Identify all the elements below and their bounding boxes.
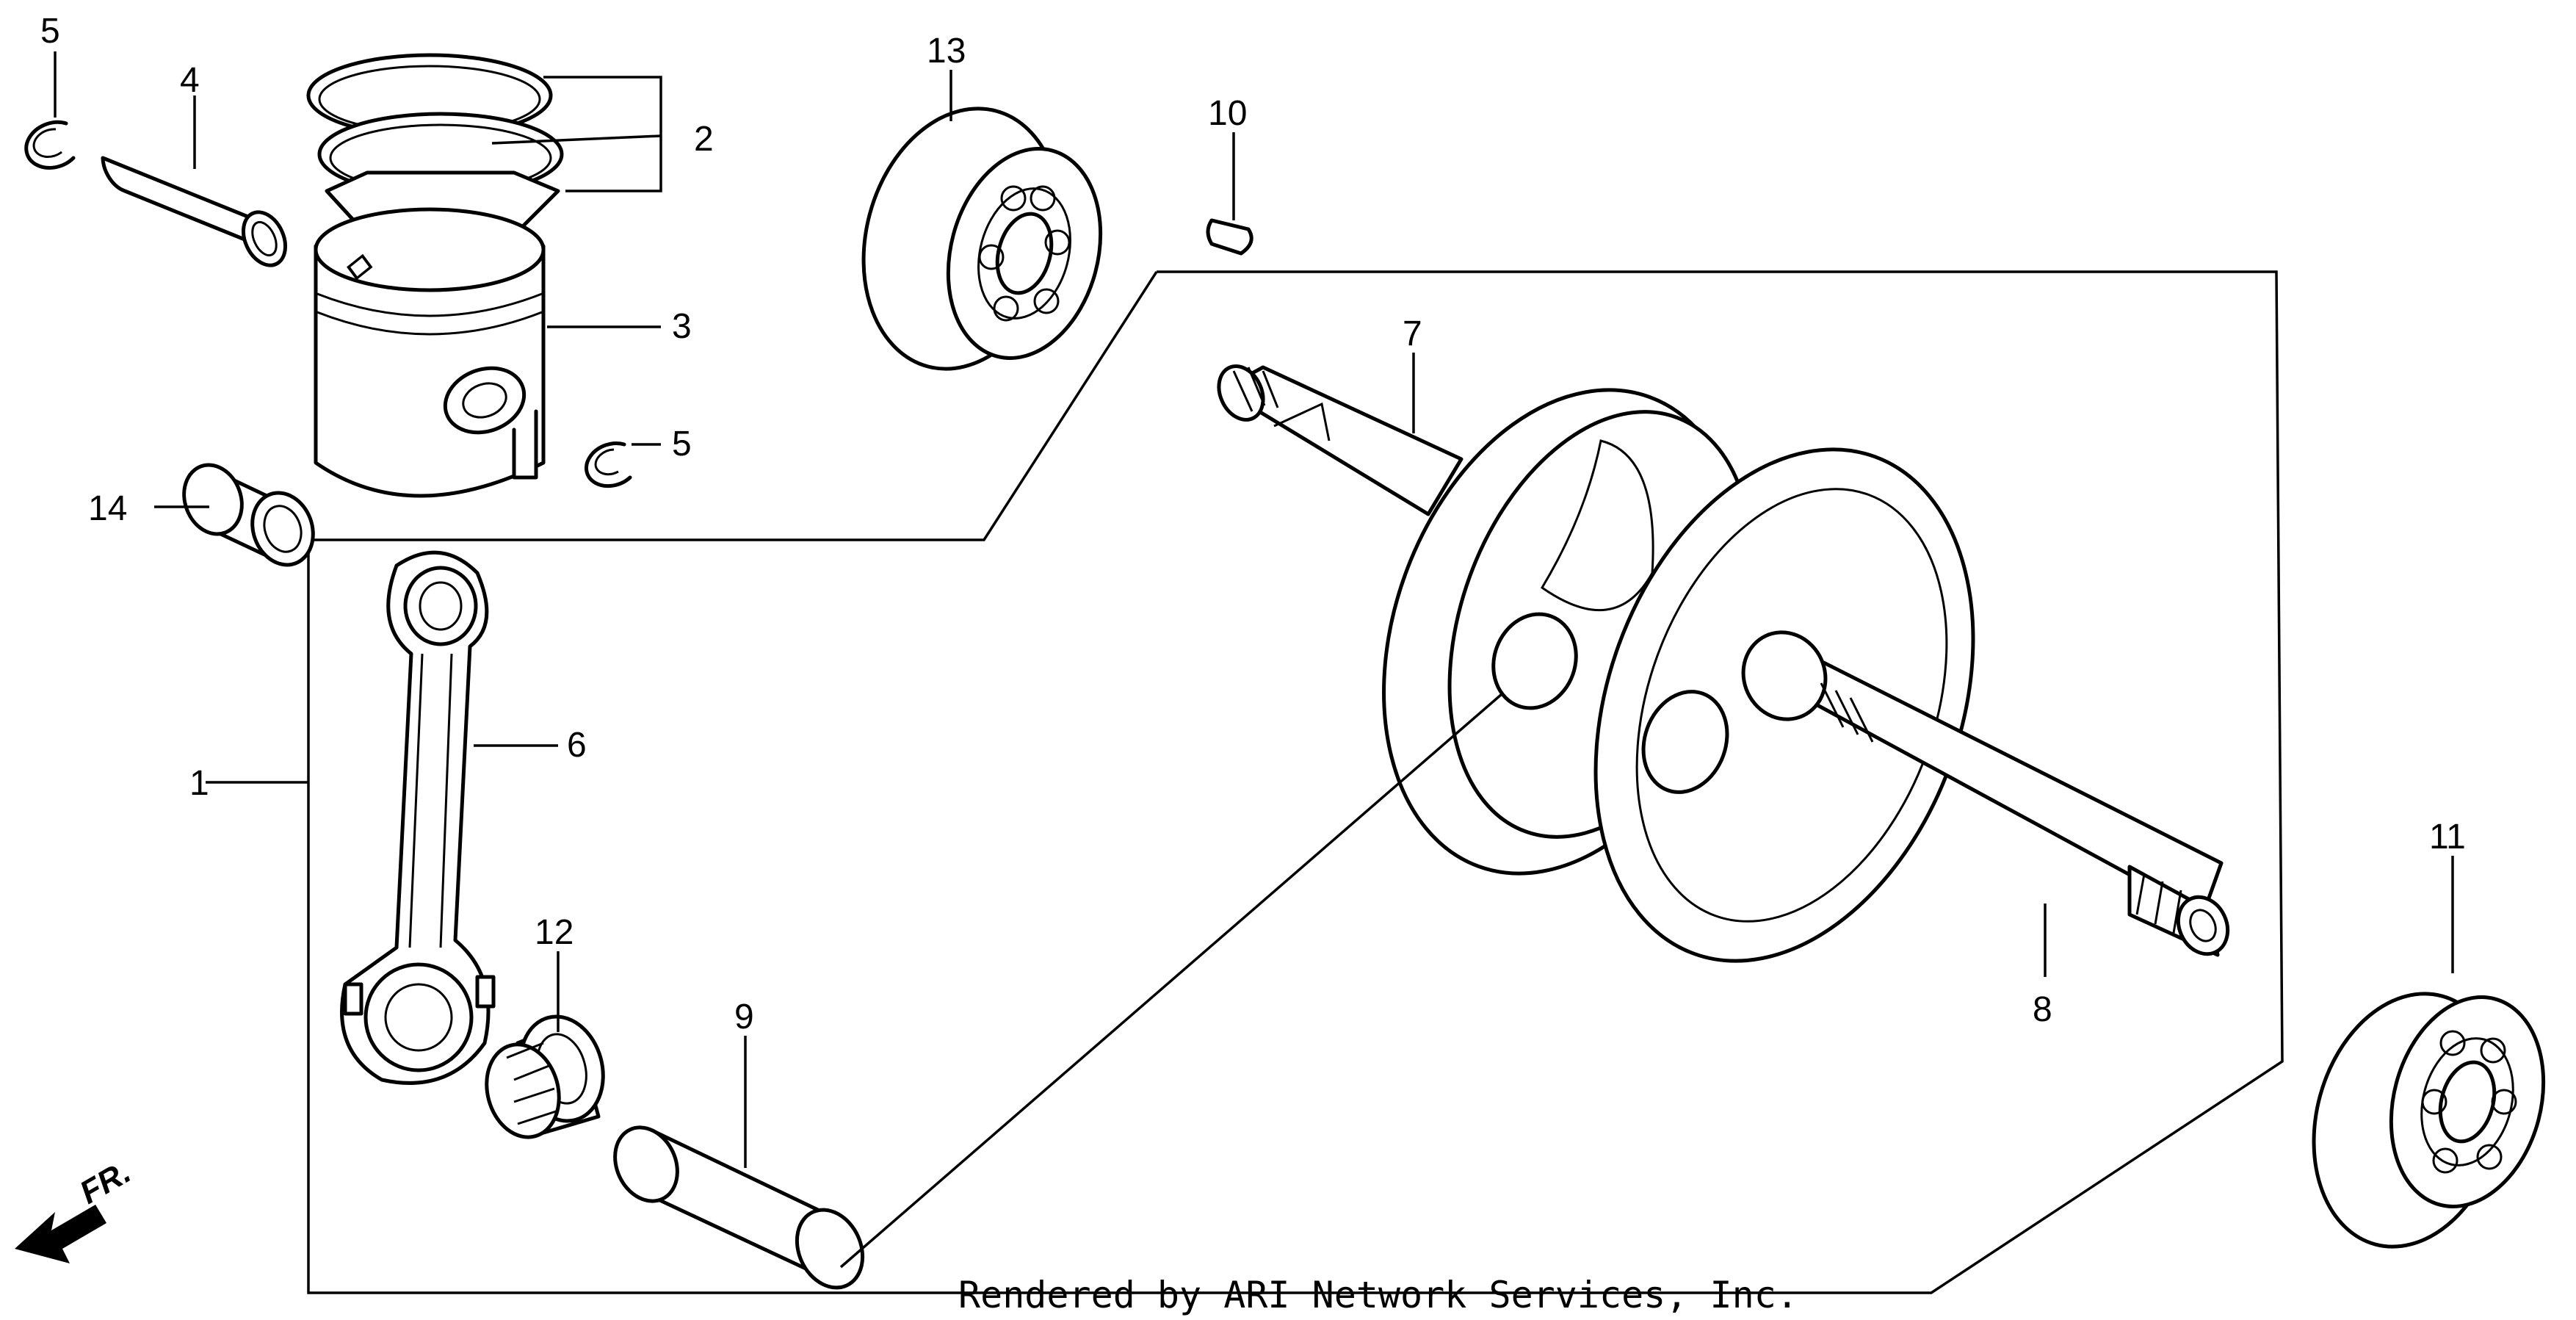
callout-11: 11 [2429, 818, 2466, 856]
callout-7: 7 [1403, 314, 1422, 353]
callout-1: 1 [189, 764, 209, 803]
callout-4: 4 [180, 61, 200, 100]
crank-pin-part-9 [613, 1125, 865, 1290]
callout-9: 9 [734, 998, 754, 1036]
assembly-boundary [307, 270, 2284, 1294]
crankshaft-assembly [1217, 364, 2230, 963]
piston-rings-part-2 [306, 53, 564, 237]
piston-part-3: ◇ [314, 207, 546, 498]
circlip-part-5-right [585, 441, 632, 488]
big-end-bearing-part-12 [485, 1014, 605, 1139]
direction-label: FR. [74, 1154, 137, 1211]
front-direction-arrow: FR. [15, 1154, 137, 1263]
small-end-bearing-part-14 [182, 463, 315, 567]
callout-14: 14 [88, 489, 127, 528]
ball-bearing-part-11 [2312, 992, 2546, 1249]
callout-5-right: 5 [672, 425, 692, 464]
callout-3: 3 [672, 307, 692, 346]
render-credit: Rendered by ARI Network Services, Inc. [958, 1274, 1798, 1316]
callout-13: 13 [927, 32, 966, 71]
ball-bearing-part-13 [861, 107, 1103, 371]
circlip-part-5-left [24, 120, 76, 170]
arrow-left-icon [15, 1205, 106, 1263]
connecting-rod-part-6 [340, 550, 496, 1085]
callout-6: 6 [567, 726, 587, 765]
piston-pin-part-4 [101, 156, 288, 267]
callout-12: 12 [535, 913, 574, 952]
piston-mark: ◇ [345, 247, 373, 283]
woodruff-key-part-10 [1206, 218, 1253, 256]
leader-lines [54, 51, 2454, 1269]
callout-5-left: 5 [40, 12, 60, 51]
callout-10: 10 [1208, 94, 1247, 133]
callout-2: 2 [694, 120, 714, 159]
callout-8: 8 [2033, 990, 2052, 1029]
